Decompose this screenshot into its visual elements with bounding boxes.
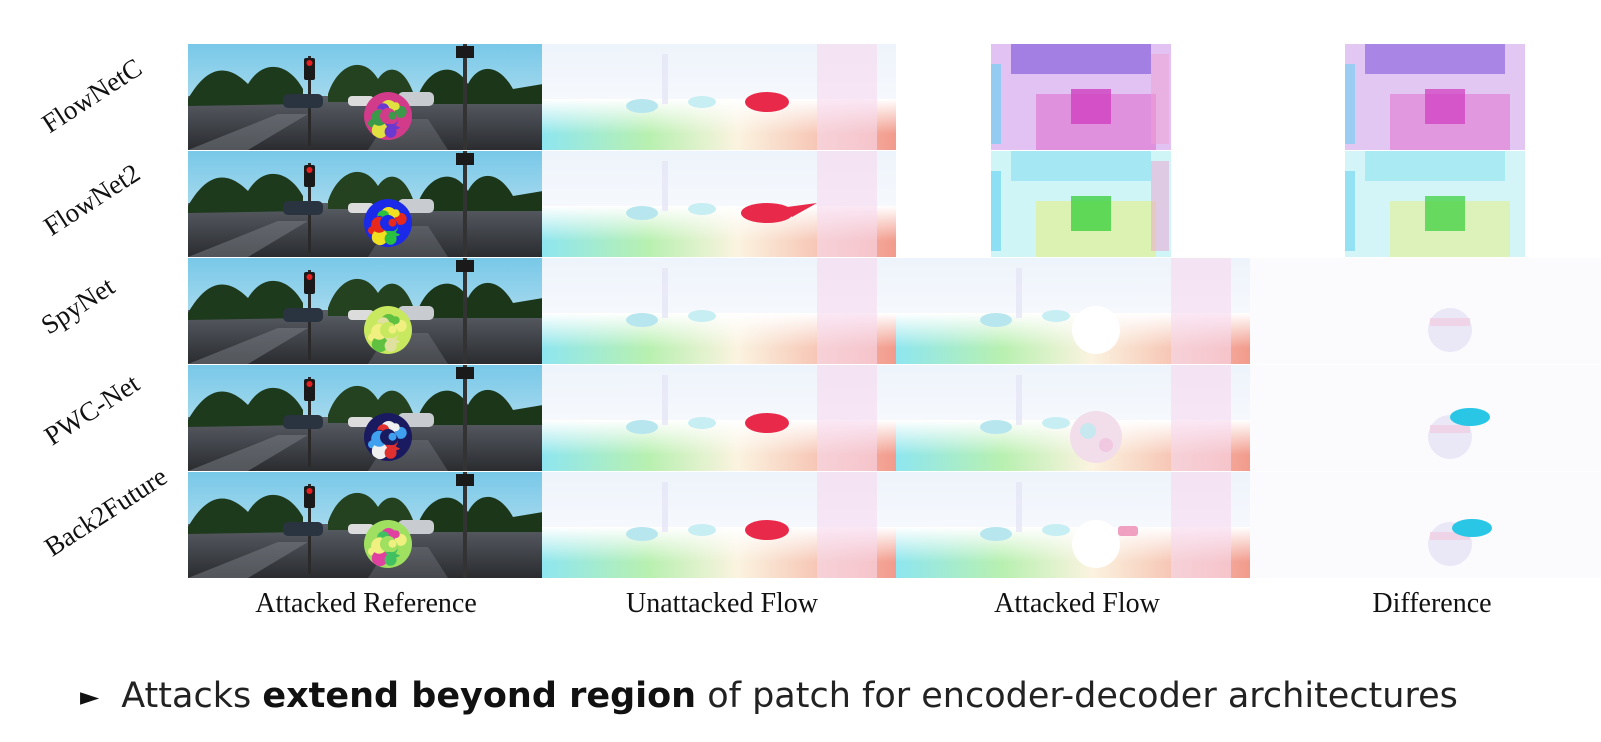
image-back2future-attacked-reference: [188, 472, 543, 578]
image-spynet-difference: [1250, 258, 1601, 364]
image-flownet2-attacked-flow: [896, 151, 1251, 257]
image-flownet2-unattacked-flow: [542, 151, 897, 257]
bullet-text-pre: Attacks: [121, 676, 263, 716]
row-label-flownetc: FlowNetC: [36, 52, 148, 139]
panel-graphic: [188, 365, 543, 471]
panel-graphic: [896, 258, 1251, 364]
panel-graphic: [188, 258, 543, 364]
row-label-spynet: SpyNet: [35, 270, 120, 341]
row-label-pwc-net: PWC-Net: [38, 368, 145, 452]
panel-graphic: [1250, 365, 1601, 471]
image-pwc-net-unattacked-flow: [542, 365, 897, 471]
panel-graphic: [188, 151, 543, 257]
col-label-difference: Difference: [1372, 588, 1492, 619]
panel-graphic: [542, 258, 897, 364]
image-pwc-net-attacked-reference: [188, 365, 543, 471]
image-back2future-attacked-flow: [896, 472, 1251, 578]
panel-graphic: [1250, 44, 1601, 150]
col-label-attacked-flow: Attacked Flow: [994, 588, 1160, 619]
image-flownetc-difference: [1250, 44, 1601, 150]
image-flownetc-unattacked-flow: [542, 44, 897, 150]
col-label-attacked-reference: Attacked Reference: [255, 588, 477, 619]
panel-graphic: [542, 44, 897, 150]
row-label-back2future: Back2Future: [39, 461, 173, 563]
panel-graphic: [542, 472, 897, 578]
panel-graphic: [1250, 258, 1601, 364]
image-spynet-attacked-flow: [896, 258, 1251, 364]
bullet-text-post: of patch for encoder-decoder architectur…: [696, 676, 1458, 716]
bullet-point: ► Attacks extend beyond region of patch …: [80, 676, 1458, 716]
row-label-flownet2: FlowNet2: [38, 157, 146, 242]
image-spynet-attacked-reference: [188, 258, 543, 364]
image-flownetc-attacked-reference: [188, 44, 543, 150]
panel-graphic: [896, 365, 1251, 471]
panel-graphic: [188, 472, 543, 578]
panel-graphic: [896, 472, 1251, 578]
panel-graphic: [188, 44, 543, 150]
result-grid: [188, 44, 1601, 579]
panel-graphic: [1250, 151, 1601, 257]
panel-graphic: [896, 44, 1251, 150]
image-pwc-net-attacked-flow: [896, 365, 1251, 471]
col-label-unattacked-flow: Unattacked Flow: [625, 588, 819, 619]
image-flownet2-difference: [1250, 151, 1601, 257]
image-flownetc-attacked-flow: [896, 44, 1251, 150]
bullet-text-bold: extend beyond region: [262, 676, 697, 716]
panel-graphic: [1250, 472, 1601, 578]
panel-graphic: [542, 151, 897, 257]
image-back2future-difference: [1250, 472, 1601, 578]
image-flownet2-attacked-reference: [188, 151, 543, 257]
image-spynet-unattacked-flow: [542, 258, 897, 364]
panel-graphic: [896, 151, 1251, 257]
bullet-marker-icon: ►: [80, 681, 100, 711]
image-pwc-net-difference: [1250, 365, 1601, 471]
panel-graphic: [542, 365, 897, 471]
image-back2future-unattacked-flow: [542, 472, 897, 578]
